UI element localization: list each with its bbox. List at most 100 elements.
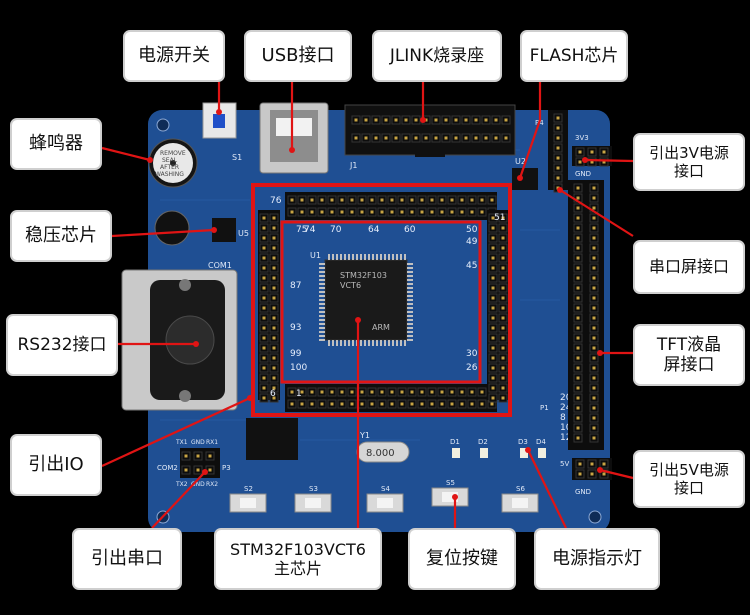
pin-contact [491, 286, 495, 290]
pin-contact [262, 396, 266, 400]
pin-contact [576, 356, 580, 360]
pin-contact [501, 386, 505, 390]
pin-contact [272, 236, 276, 240]
silk-u5: U5 [238, 229, 249, 238]
chip-leg [336, 340, 338, 346]
pin-contact [184, 454, 188, 458]
silk-com2: COM2 [157, 464, 178, 472]
pin-contact [300, 390, 304, 394]
pin-number: 10 [560, 423, 572, 433]
pin-contact [470, 210, 474, 214]
pin-contact [576, 296, 580, 300]
silk-y1: Y1 [359, 431, 370, 440]
leader-line [599, 468, 634, 480]
pin-contact [262, 256, 266, 260]
pin-contact [491, 256, 495, 260]
pin-contact [272, 386, 276, 390]
chip-marking: STM32F103 [340, 271, 387, 280]
led-body [520, 448, 528, 458]
pin-contact [576, 266, 580, 270]
pin-contact [576, 206, 580, 210]
pin-contact [320, 198, 324, 202]
pin-contact [360, 210, 364, 214]
pin-contact [262, 386, 266, 390]
pin-number: 87 [290, 281, 301, 291]
pin-contact [340, 198, 344, 202]
chip-leg [380, 254, 382, 260]
chip-leg [352, 340, 354, 346]
pin-number: 20 [560, 393, 572, 403]
pin-contact [576, 216, 580, 220]
pin-contact [370, 402, 374, 406]
chip-leg [407, 275, 413, 277]
leader-dot [247, 395, 253, 401]
chip-leg [319, 287, 325, 289]
pin-contact [350, 198, 354, 202]
power-silk-label: 5V [560, 460, 569, 468]
chip-leg [319, 335, 325, 337]
chip-leg [388, 254, 390, 260]
chip-leg [332, 254, 334, 260]
pin-contact [310, 210, 314, 214]
silk-p3: P3 [222, 464, 231, 472]
label-flash: FLASH芯片 [520, 30, 628, 82]
pin-contact [420, 390, 424, 394]
pin-contact [556, 116, 560, 120]
leader-dot [452, 494, 458, 500]
label-uart: 引出串口 [72, 528, 182, 590]
pin-contact [272, 356, 276, 360]
pin-contact [364, 136, 368, 140]
chip-leg [407, 291, 413, 293]
pin-contact [354, 136, 358, 140]
chip-leg [407, 283, 413, 285]
pin-contact [602, 472, 606, 476]
uart-pin-label: TX2 [175, 481, 188, 488]
pin-contact [556, 156, 560, 160]
pin-contact [184, 468, 188, 472]
pin-contact [592, 216, 596, 220]
pin-number: 12 [560, 433, 571, 443]
pin-contact [390, 402, 394, 406]
uart-pin-label: GND [191, 481, 205, 488]
led-body [538, 448, 546, 458]
pin-number: 75 [296, 225, 307, 235]
buzzer-text: SEAL [162, 157, 178, 164]
chip-leg [407, 287, 413, 289]
pin-contact [590, 462, 594, 466]
pin-contact [491, 216, 495, 220]
pin-contact [272, 296, 276, 300]
pin-contact [501, 356, 505, 360]
pin-contact [592, 266, 596, 270]
pin-contact [414, 136, 418, 140]
leader-line [559, 189, 634, 237]
pin-contact [262, 226, 266, 230]
pin-contact [272, 256, 276, 260]
chip-leg [392, 254, 394, 260]
buzzer-text: AFTER [160, 164, 179, 171]
pin-contact [470, 390, 474, 394]
leader-lines [101, 82, 634, 529]
pin-contact [592, 276, 596, 280]
pin-contact [576, 346, 580, 350]
right-headers [548, 110, 612, 480]
chip-leg [319, 275, 325, 277]
chip-leg [319, 295, 325, 297]
pin-contact [491, 296, 495, 300]
pin-contact [450, 198, 454, 202]
label-power-switch: 电源开关 [123, 30, 225, 82]
pin-contact [262, 376, 266, 380]
pin-contact [491, 306, 495, 310]
chip-leg [396, 340, 398, 346]
pin-contact [410, 198, 414, 202]
pin-contact [556, 136, 560, 140]
chip-leg [332, 340, 334, 346]
pin-contact [576, 426, 580, 430]
pin-contact [501, 246, 505, 250]
chip-leg [319, 331, 325, 333]
pin-contact [491, 266, 495, 270]
pin-contact [390, 390, 394, 394]
leader-line [111, 228, 215, 238]
pin-contact [490, 198, 494, 202]
